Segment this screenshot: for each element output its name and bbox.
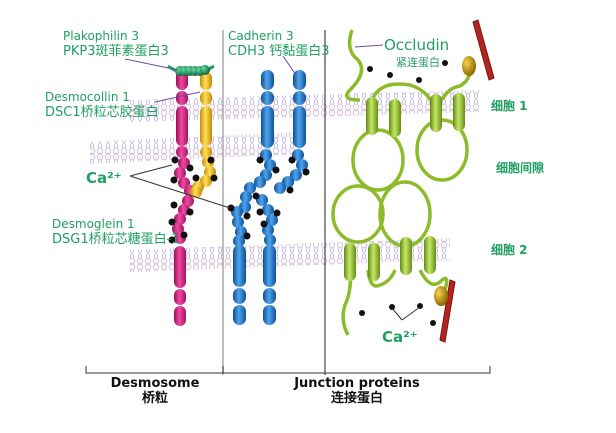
- calcium-label-right: Ca²⁺: [382, 328, 418, 346]
- occludin-label-cn: 紧连蛋白: [396, 56, 440, 69]
- cell-2-label: 细胞 2: [491, 243, 528, 257]
- zo-protein-bottom: [434, 286, 448, 306]
- zo-protein-top: [462, 56, 476, 76]
- calcium-label-left: Ca²⁺: [86, 169, 122, 187]
- cadherin-protein: [231, 70, 308, 325]
- desmocollin-label-en: Desmocollin 1: [45, 90, 130, 104]
- actin-filament-top: [472, 19, 495, 81]
- plakophilin-protein: [167, 64, 215, 76]
- junction-footer-cn: 连接蛋白: [330, 390, 383, 406]
- occludin-segments: [344, 93, 465, 281]
- desmocollin-label-cn: DSC1桥粒芯胶蛋白: [45, 105, 159, 120]
- intercellular-space-label: 细胞间隙: [496, 161, 545, 175]
- cadherin-label-cn: CDH3 钙黏蛋白3: [228, 44, 330, 59]
- junction-footer: Junction proteins 连接蛋白: [272, 376, 442, 407]
- calcium-ions-right: [359, 60, 448, 326]
- desmoglein-label-en: Desmoglein 1: [52, 217, 135, 231]
- footer-bracket: [85, 366, 491, 374]
- junction-footer-en: Junction proteins: [294, 376, 420, 391]
- desmosome-footer: Desmosome 桥粒: [100, 376, 210, 407]
- desmoglein-protein: [190, 72, 216, 198]
- occludin-label-en: Occludin: [384, 36, 450, 54]
- desmosome-footer-en: Desmosome: [110, 376, 200, 391]
- desmoglein-label-cn: DSG1桥粒芯糖蛋白-1: [52, 232, 180, 247]
- calcium-ions-left: [168, 156, 310, 244]
- occludin-protein: [331, 29, 472, 336]
- cell-1-label: 细胞 1: [491, 99, 528, 113]
- membrane-cell-1: [90, 90, 480, 164]
- cadherin-label-en: Cadherin 3: [228, 29, 294, 43]
- desmosome-footer-cn: 桥粒: [141, 390, 168, 406]
- actin-filament-bottom: [439, 279, 456, 343]
- leader-lines: [124, 44, 421, 321]
- plakophilin-label-cn: PKP3斑菲素蛋白3: [63, 44, 169, 59]
- plakophilin-label-en: Plakophilin 3: [63, 29, 140, 43]
